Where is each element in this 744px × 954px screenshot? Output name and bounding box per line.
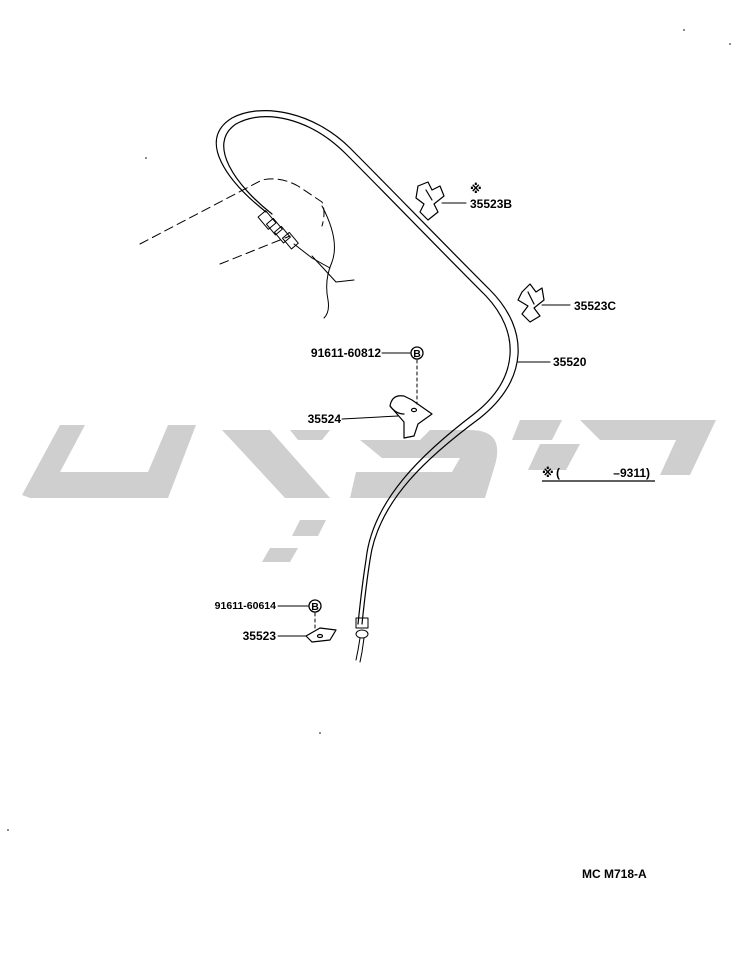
note-marker-35523b: ※	[470, 182, 482, 196]
scan-specks	[7, 29, 731, 831]
clamp-35524	[389, 395, 433, 439]
applicability-note: ※ ( –9311)	[542, 466, 655, 482]
hood-release-cable	[215, 110, 519, 625]
label-35523: 35523	[243, 629, 277, 643]
clip-35523b	[415, 181, 445, 221]
cable-lower-end	[355, 617, 369, 663]
label-91611-60812: 91611-60812	[311, 346, 381, 360]
body-panel-outline	[139, 178, 325, 265]
drawing-code: MC M718-A	[582, 867, 647, 881]
note-range: –9311)	[613, 466, 650, 480]
watermark-logo	[22, 420, 716, 562]
note-open-paren: (	[556, 466, 560, 480]
cable-upper-end	[257, 205, 355, 319]
clip-35523c	[517, 283, 545, 323]
label-35520: 35520	[553, 355, 587, 369]
label-35524: 35524	[308, 412, 342, 426]
bolt-marker-label: B	[413, 348, 421, 360]
bolt-marker-91611-60812: B	[410, 346, 424, 360]
leader-lines	[277, 202, 571, 637]
bolt-marker-91611-60614: B	[308, 599, 322, 613]
label-91611-60614: 91611-60614	[215, 600, 276, 612]
bolt-marker-label: B	[311, 601, 319, 613]
bracket-35523	[305, 627, 337, 643]
fastener-dashed-lines	[314, 359, 418, 629]
label-35523c: 35523C	[574, 299, 616, 313]
note-symbol: ※	[542, 466, 554, 480]
label-35523b: 35523B	[470, 197, 512, 211]
